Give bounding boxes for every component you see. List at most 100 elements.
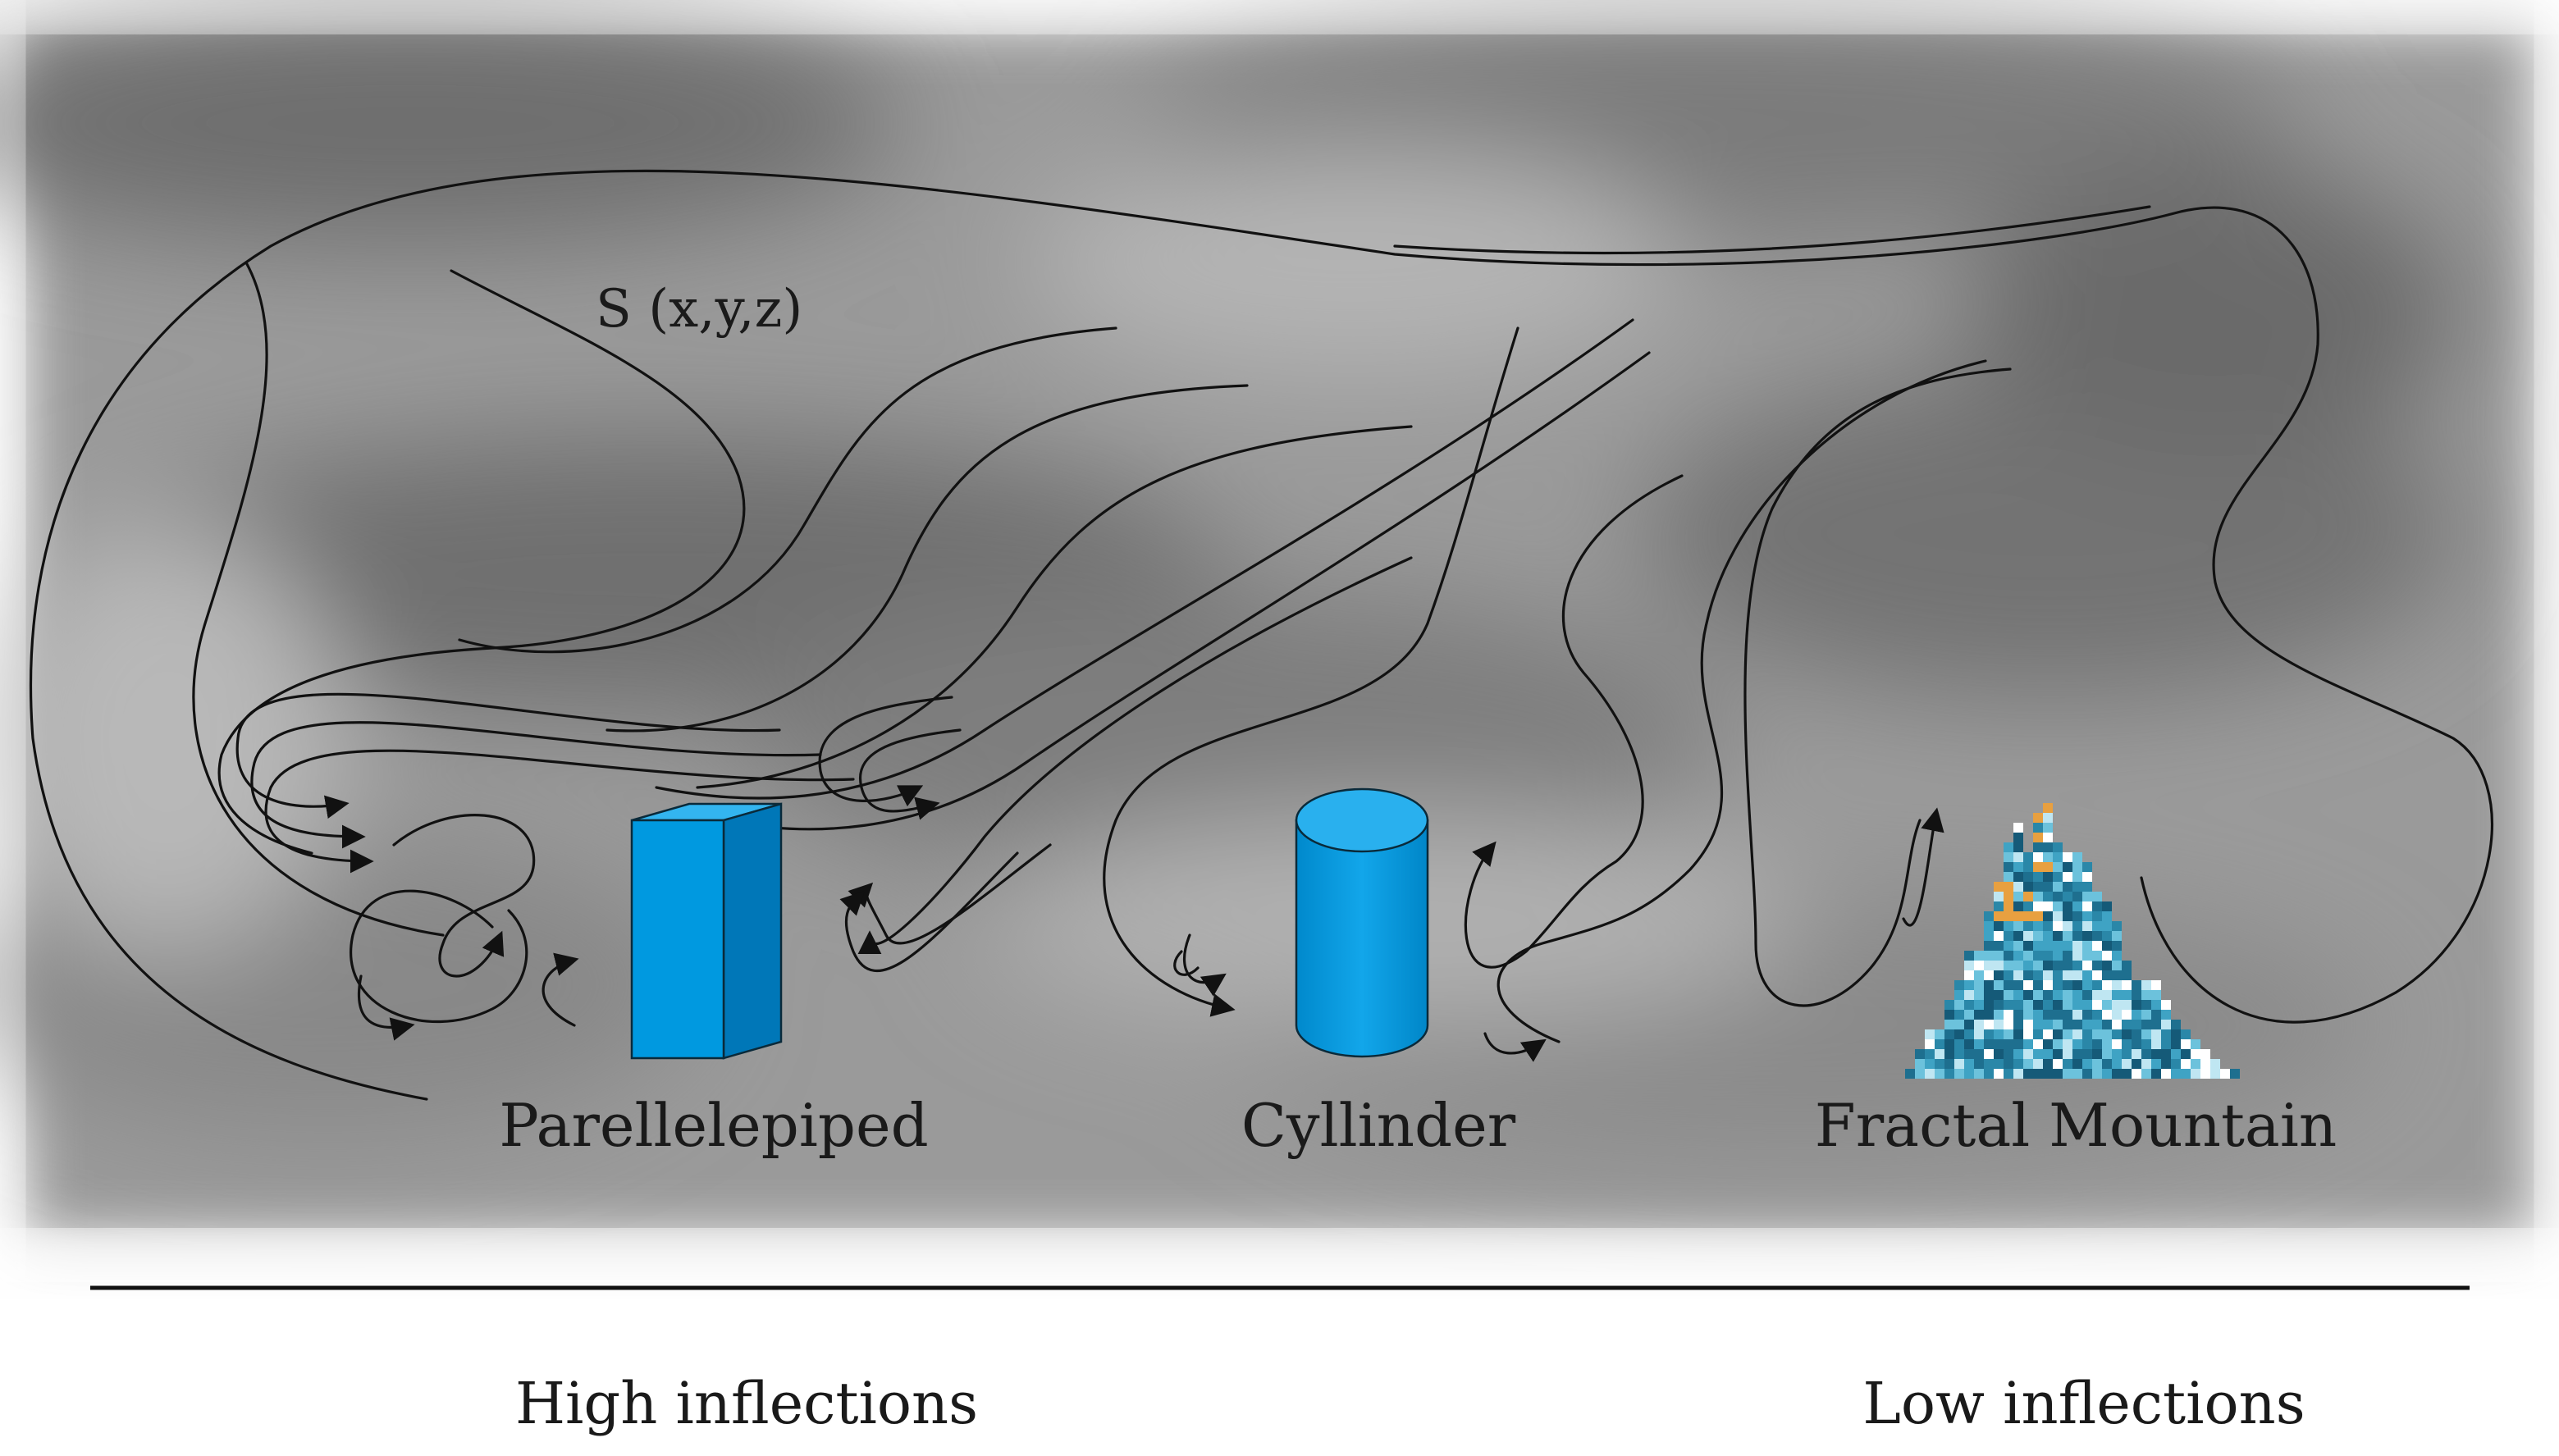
- mountain-pixel: [1954, 1069, 1964, 1079]
- mountain-pixel: [2072, 901, 2082, 911]
- mountain-pixel: [2141, 1000, 2151, 1010]
- parallelepiped-label: Parellelepiped: [499, 1091, 928, 1160]
- mountain-pixel: [2043, 941, 2053, 951]
- mountain-pixel: [2151, 1039, 2161, 1049]
- mountain-pixel: [1925, 1069, 1935, 1079]
- mountain-pixel: [2013, 1029, 2023, 1039]
- mountain-pixel: [1984, 980, 1994, 990]
- mountain-pixel: [2151, 1029, 2161, 1039]
- mountain-pixel: [1994, 1010, 2004, 1020]
- mountain-pixel: [2023, 980, 2033, 990]
- mountain-pixel: [2004, 852, 2013, 862]
- cylinder-shape: [1295, 787, 1429, 1058]
- mountain-pixel: [2230, 1069, 2240, 1079]
- mountain-pixel: [2151, 990, 2161, 1000]
- mountain-pixel: [1974, 970, 1984, 980]
- mountain-pixel: [2023, 1029, 2033, 1039]
- mountain-pixel: [1954, 980, 1964, 990]
- mountain-pixel: [2102, 970, 2112, 980]
- mountain-pixel: [1935, 1069, 1944, 1079]
- mountain-pixel: [2122, 1020, 2132, 1029]
- mountain-pixel: [2004, 1020, 2013, 1029]
- mountain-pixel: [2013, 892, 2023, 901]
- mountain-pixel: [2082, 911, 2092, 921]
- mountain-pixel: [2013, 882, 2023, 892]
- mountain-pixel: [2023, 970, 2033, 980]
- mountain-pixel: [2112, 970, 2122, 980]
- mountain-pixel: [1984, 921, 1994, 931]
- mountain-pixel: [2092, 911, 2102, 921]
- mountain-pixel: [2033, 813, 2043, 823]
- mountain-pixel: [2151, 1059, 2161, 1069]
- mountain-pixel: [2063, 1049, 2072, 1059]
- surface-label: S (x,y,z): [596, 279, 802, 340]
- mountain-pixel: [2043, 990, 2053, 1000]
- mountain-pixel: [2013, 1049, 2023, 1059]
- mountain-pixel: [2072, 931, 2082, 941]
- mountain-pixel: [1984, 931, 1994, 941]
- mountain-pixel: [2033, 990, 2043, 1000]
- mountain-pixel: [2112, 1049, 2122, 1059]
- mountain-pixel: [2063, 941, 2072, 951]
- mountain-pixel: [2082, 921, 2092, 931]
- low-inflections-label: Low inflections: [1862, 1370, 2305, 1437]
- mountain-pixel: [2033, 1039, 2043, 1049]
- mountain-pixel: [2033, 921, 2043, 931]
- mountain-pixel: [2023, 862, 2033, 872]
- mountain-pixel: [1935, 1029, 1944, 1039]
- mountain-pixel: [2200, 1059, 2210, 1069]
- mountain-pixel: [2072, 951, 2082, 961]
- mountain-pixel: [2023, 1020, 2033, 1029]
- mountain-pixel: [2112, 941, 2122, 951]
- mountain-pixel: [2171, 1029, 2181, 1039]
- mountain-pixel: [2072, 882, 2082, 892]
- mountain-pixel: [2102, 921, 2112, 931]
- mountain-pixel: [2033, 862, 2043, 872]
- mountain-pixel: [2004, 862, 2013, 872]
- mountain-pixel: [2043, 911, 2053, 921]
- mountain-pixel: [2082, 901, 2092, 911]
- mountain-pixel: [2033, 980, 2043, 990]
- parallelepiped-shape: [630, 802, 783, 1060]
- mountain-pixel: [1994, 911, 2004, 921]
- mountain-pixel: [2072, 892, 2082, 901]
- mountain-pixel: [2053, 1049, 2063, 1059]
- mountain-pixel: [2063, 862, 2072, 872]
- mountain-pixel: [2072, 872, 2082, 882]
- mountain-pixel: [2033, 901, 2043, 911]
- mountain-pixel: [2053, 961, 2063, 970]
- streamline-left-loop: [192, 261, 445, 937]
- mountain-pixel: [1935, 1039, 1944, 1049]
- mountain-pixel: [2132, 1069, 2141, 1079]
- mountain-pixel: [2151, 1000, 2161, 1010]
- mountain-pixel: [2004, 1049, 2013, 1059]
- mountain-pixel: [2112, 961, 2122, 970]
- mountain-pixel: [2191, 1059, 2200, 1069]
- mountain-pixel: [2112, 921, 2122, 931]
- mountain-pixel: [1964, 1010, 1974, 1020]
- mountain-pixel: [2063, 990, 2072, 1000]
- mountain-pixel: [2053, 951, 2063, 961]
- mountain-pixel: [2181, 1039, 2191, 1049]
- mountain-pixel: [2053, 852, 2063, 862]
- mountain-pixel: [2023, 1069, 2033, 1079]
- mountain-pixel: [2171, 1020, 2181, 1029]
- mountain-pixel: [1944, 1029, 1954, 1039]
- mountain-pixel: [2181, 1069, 2191, 1079]
- mountain-pixel: [1994, 892, 2004, 901]
- mountain-pixel: [2092, 1029, 2102, 1039]
- mountain-pixel: [2161, 1059, 2171, 1069]
- mountain-pixel: [2053, 921, 2063, 931]
- mountain-pixel: [2053, 1000, 2063, 1010]
- streamline-outer: [29, 169, 2493, 1101]
- mountain-pixel: [2053, 911, 2063, 921]
- mountain-pixel: [2072, 1000, 2082, 1010]
- mountain-pixel: [1984, 961, 1994, 970]
- streamline-s-loop: [217, 269, 746, 855]
- mountain-pixel: [2132, 1049, 2141, 1059]
- mountain-pixel: [2063, 1010, 2072, 1020]
- mountain-pixel: [2033, 892, 2043, 901]
- mountain-pixel: [2220, 1069, 2230, 1079]
- mountain-pixel: [1984, 970, 1994, 980]
- mountain-pixel: [2092, 1000, 2102, 1010]
